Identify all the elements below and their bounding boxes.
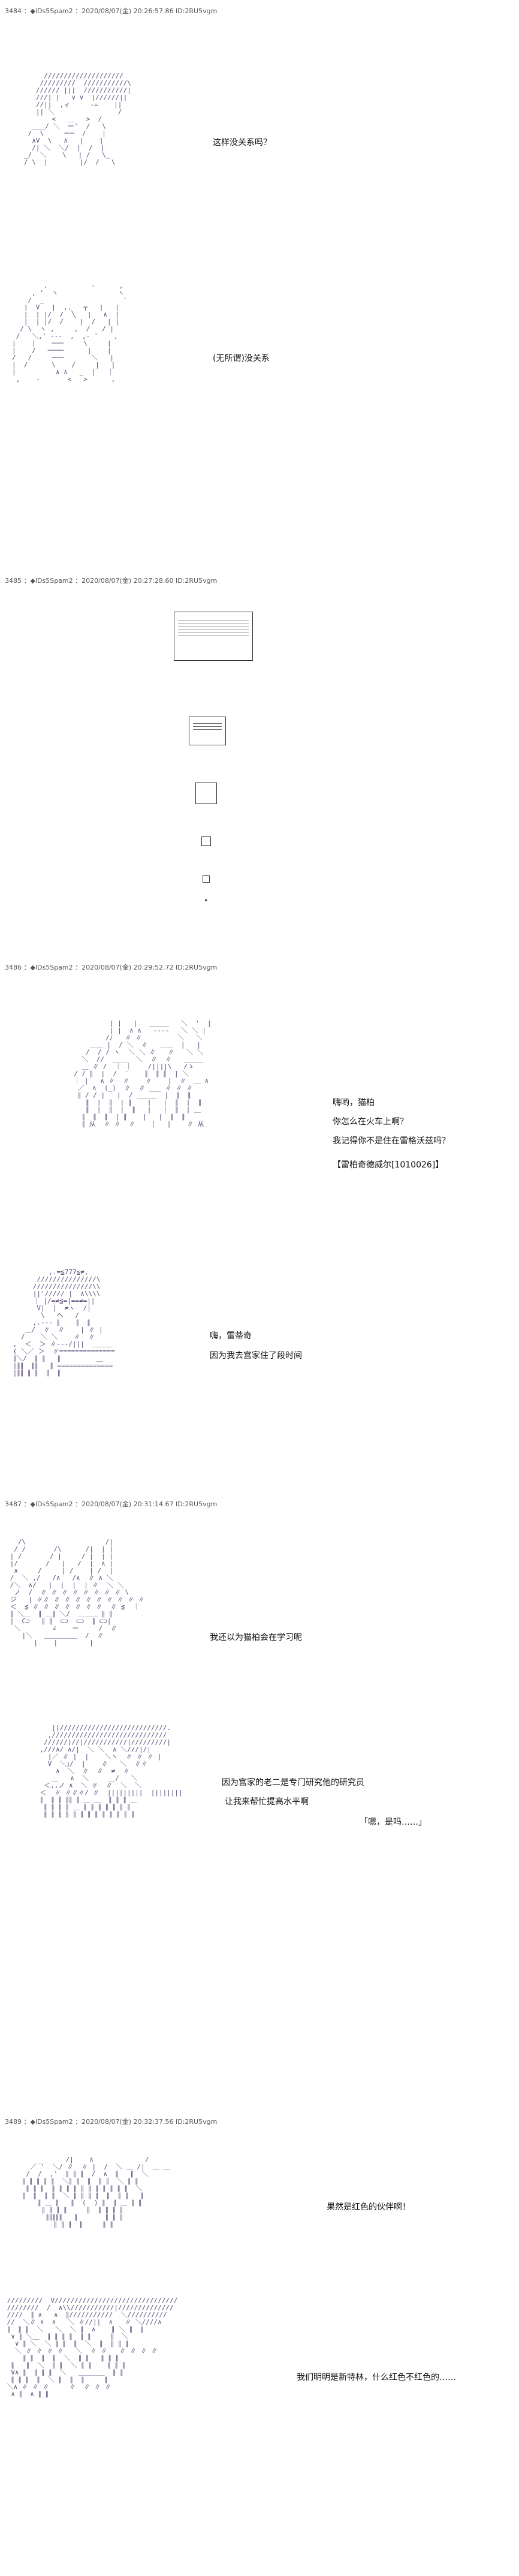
dialogue-line: 【雷柏奇德威尔[1010026]】 <box>333 1160 444 1170</box>
dialogue-line: 「嗯，是吗……」 <box>360 1817 427 1827</box>
dialogue-line: 我还以为猫柏会在学习呢 <box>210 1633 302 1642</box>
ascii-art: _ /| ∧ / ／ ' ＼/ ∥ ∥ | / ＼ ＿ /| ＿ ＿ / / ,… <box>22 2156 170 2228</box>
ascii-art: . - , , ' ヽ ヽ / _ ' | V | ,. ┬ | | | | |… <box>12 282 128 383</box>
ascii-art: | | | ＿＿＿ ＼ ' | | | ∧ ∧ ‐‐‐‐ ＼ ＼ | /ﾉ ∥ … <box>74 1019 212 1128</box>
post-header: 3489 ：◆lDs5Spam2 ：2020/08/07(金) 20:32:37… <box>5 2118 218 2126</box>
dialogue-line: 果然是红色的伙伴啊！ <box>327 2202 411 2212</box>
post-header: 3484 ：◆lDs5Spam2 ：2020/08/07(金) 20:26:57… <box>5 7 218 15</box>
frame-large <box>174 612 253 661</box>
dialogue-line: 我记得你不是住在雷格沃兹吗？ <box>333 1136 450 1146</box>
ascii-art: //////////////////// ///////// /////////… <box>24 72 131 166</box>
dialogue-line: 这样没关系吗？ <box>213 138 271 148</box>
ascii-art: /\ /| / / /\ /| | | | / / | / | | | |/ /… <box>10 1538 145 1647</box>
frame-dot <box>205 899 207 901</box>
dialogue-line: 嗨，雷蒂奇 <box>210 1331 252 1341</box>
dialogue-line: 你怎么在火车上啊？ <box>333 1117 408 1127</box>
ascii-art: ///////// V/////////////////////////////… <box>7 2297 178 2398</box>
ascii-art: ||///////////////////////////. ,////////… <box>40 1724 183 1818</box>
dialogue-line: 因为宫家的老二是专门研究他的研究员 <box>222 1778 364 1787</box>
frame-tiny <box>201 836 211 846</box>
dialogue-line: 我们明明是新特林，什么红色不红色的…… <box>297 2373 456 2382</box>
frame-micro <box>203 875 210 883</box>
dialogue-line: 因为我去宫家住了段时间 <box>210 1351 302 1361</box>
dialogue-line: (无所谓)没关系 <box>213 354 270 363</box>
dialogue-line: 嗨哟，猫柏 <box>333 1098 375 1108</box>
frame-small <box>195 783 217 804</box>
post-header: 3486 ：◆lDs5Spam2 ：2020/08/07(金) 20:29:52… <box>5 964 218 971</box>
post-header: 3487 ：◆lDs5Spam2 ：2020/08/07(金) 20:31:14… <box>5 1500 218 1508</box>
post-header: 3485 ：◆lDs5Spam2 ：2020/08/07(金) 20:27:28… <box>5 577 218 585</box>
ascii-art: ,.=≦777≦≠, ///////////////\ ////////////… <box>13 1268 115 1377</box>
dialogue-line: 让我来帮忙提高水平啊 <box>225 1797 309 1807</box>
frame-medium <box>189 717 226 745</box>
